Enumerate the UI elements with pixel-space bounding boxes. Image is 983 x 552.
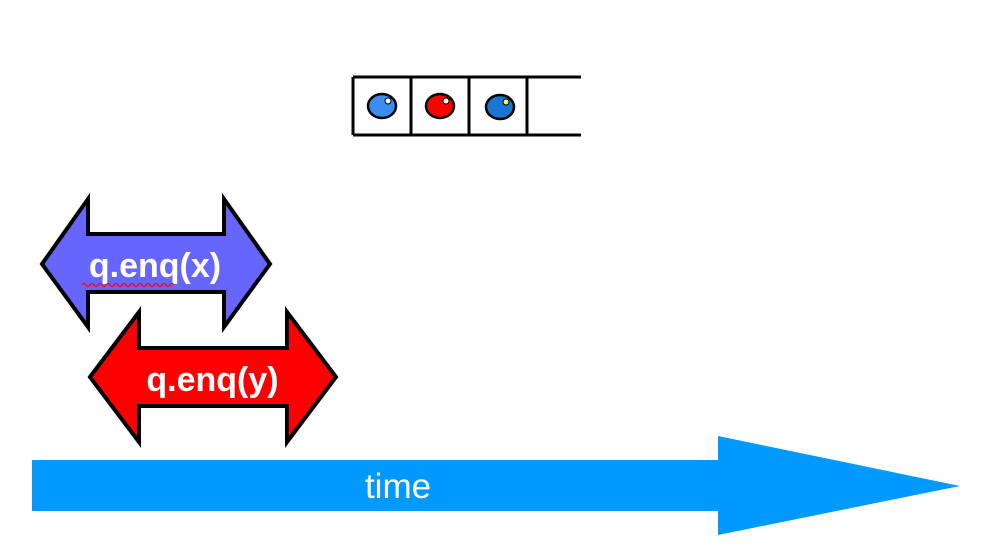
enq-x-label: q.enq(x) [88,247,222,285]
time-label: time [364,467,432,506]
time-arrow [32,436,960,535]
queue-item-2 [424,92,456,120]
spell-check-underline [82,282,174,288]
queue-item-1 [366,92,398,120]
enq-y-label: q.enq(y) [146,361,279,399]
enq-y-interval-arrow [87,306,339,448]
queue-item-3 [484,93,516,121]
enq-x-interval-arrow [39,192,273,334]
queue [351,75,581,137]
